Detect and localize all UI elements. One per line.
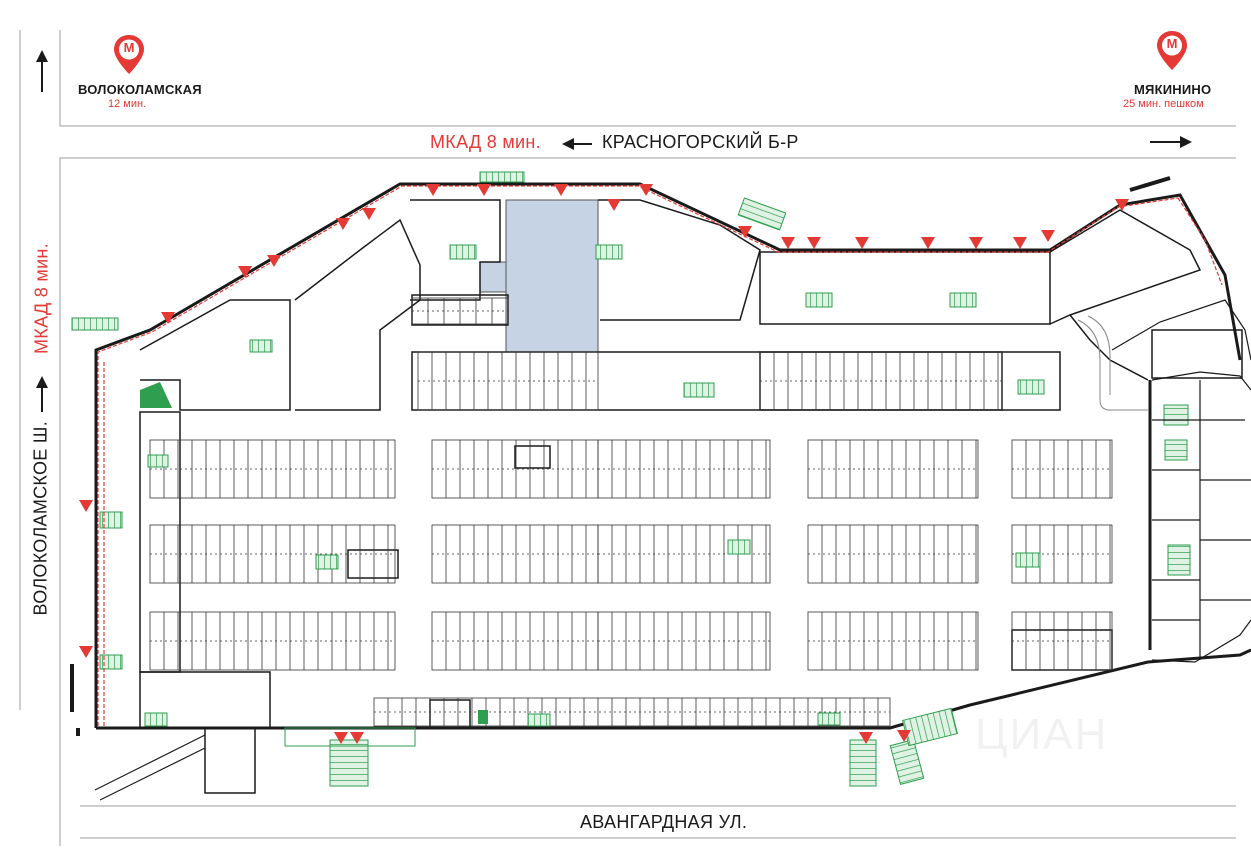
metro-name-right: МЯКИНИНО bbox=[1134, 82, 1212, 97]
direction-arrows bbox=[36, 50, 1192, 412]
metro-name-left: ВОЛОКОЛАМСКАЯ bbox=[78, 82, 202, 97]
right-wing bbox=[1111, 299, 1251, 663]
evacuation-route bbox=[97, 185, 1223, 726]
entrance-marks bbox=[70, 176, 1171, 736]
metro-time-right: 25 мин. пешком bbox=[1123, 98, 1204, 110]
metro-marker-myakinino: М bbox=[1155, 30, 1189, 72]
top-road-name: КРАСНОГОРСКИЙ Б-Р bbox=[602, 132, 799, 152]
left-road-mkad-label: МКАД 8 мин. bbox=[31, 243, 52, 354]
metro-time-left: 12 мин. bbox=[108, 98, 147, 110]
parking-stalls bbox=[149, 297, 1113, 727]
inner-walls bbox=[139, 199, 1243, 794]
green-solid-zones bbox=[140, 382, 488, 724]
highlighted-unit bbox=[505, 199, 599, 353]
watermark: ЦИАН bbox=[975, 710, 1109, 759]
metro-icon-letter: М bbox=[123, 40, 135, 55]
top-road-mkad-label: МКАД 8 мин. bbox=[430, 132, 541, 152]
staircases bbox=[71, 171, 1191, 787]
bottom-road-name: АВАНГАРДНАЯ УЛ. bbox=[580, 812, 748, 832]
outer-walls bbox=[94, 182, 1251, 730]
ramp bbox=[94, 734, 206, 801]
metro-icon-letter: М bbox=[1166, 36, 1178, 51]
metro-marker-volokolamskaya: М bbox=[112, 34, 146, 76]
curved-ramp bbox=[1077, 315, 1148, 411]
left-road-name: ВОЛОКОЛАМСКОЕ Ш. bbox=[30, 420, 51, 616]
exit-markers bbox=[79, 184, 1129, 744]
